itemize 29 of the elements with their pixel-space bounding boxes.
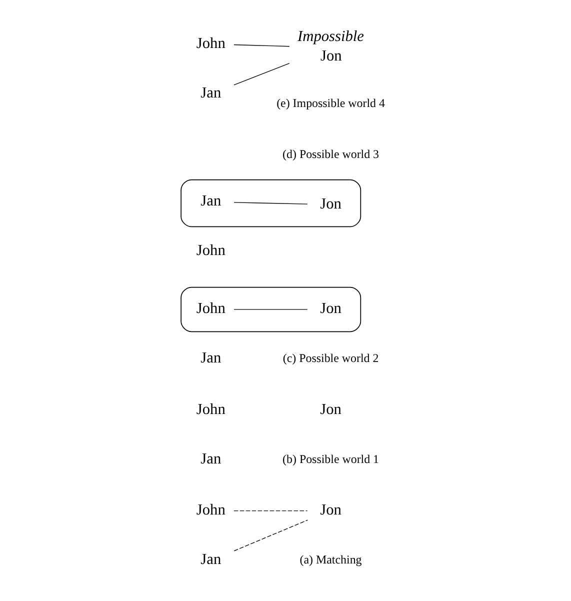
label: (b) Possible world 1 bbox=[282, 452, 379, 466]
node-text: Jon bbox=[320, 48, 342, 65]
connector bbox=[233, 510, 308, 512]
cluster bbox=[180, 286, 361, 332]
node-text: John bbox=[196, 502, 225, 519]
label: (e) Impossible world 4 bbox=[276, 96, 384, 110]
connector bbox=[233, 44, 290, 47]
node-text: John bbox=[196, 34, 225, 52]
node-text: Jan bbox=[200, 450, 221, 468]
node-text: Jan bbox=[200, 84, 221, 102]
node-text: Jon bbox=[320, 400, 341, 418]
connector bbox=[233, 63, 290, 86]
connector bbox=[233, 520, 308, 552]
connector bbox=[233, 309, 308, 310]
label: (d) Possible world 3 bbox=[282, 147, 379, 162]
node-text: John bbox=[196, 242, 225, 260]
label: (a) Matching bbox=[299, 552, 362, 566]
cluster bbox=[180, 179, 361, 228]
node-text: John bbox=[196, 400, 225, 418]
node-text: Jon bbox=[320, 300, 341, 318]
node-label: Impossible bbox=[297, 28, 364, 46]
node-text: Jon bbox=[320, 195, 341, 212]
node-text: Jan bbox=[200, 551, 221, 568]
node-text: Jan bbox=[200, 192, 221, 210]
connector bbox=[233, 202, 308, 204]
node-text: Jan bbox=[200, 350, 221, 367]
node-text: John bbox=[196, 300, 225, 318]
label: (c) Possible world 2 bbox=[282, 351, 378, 366]
node-text: Jon bbox=[320, 502, 341, 519]
